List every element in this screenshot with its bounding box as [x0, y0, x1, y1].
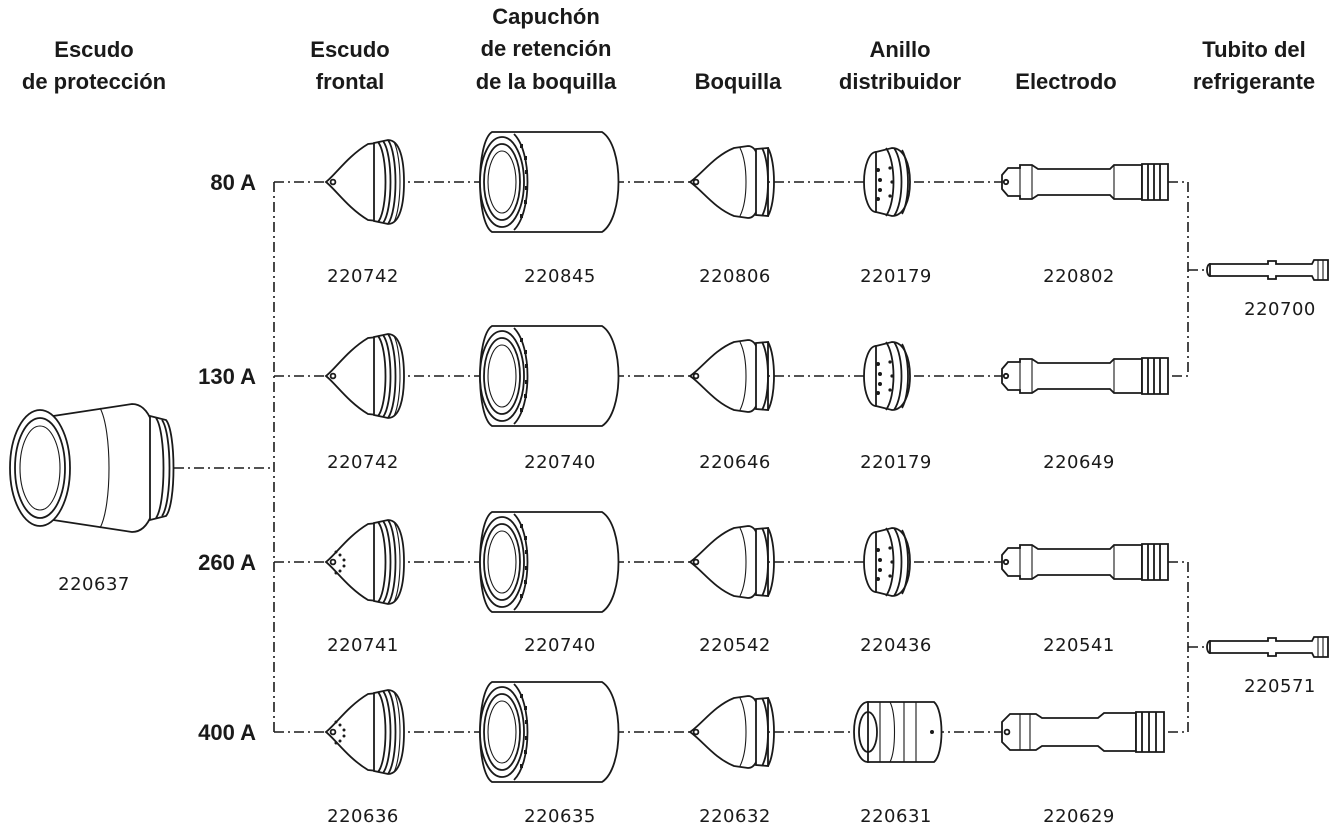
- retaining-cap-drawing: [479, 131, 620, 233]
- retaining-cap-drawing: [479, 511, 620, 613]
- svg-text:frontal: frontal: [316, 69, 384, 94]
- part-numbers-row-400a: 220636 220635 220632 220631 220629: [327, 806, 1115, 827]
- part-number: 220742: [327, 266, 399, 287]
- front-shield-drawing: [325, 139, 405, 225]
- svg-text:de la boquilla: de la boquilla: [476, 69, 617, 94]
- amps-label: 130 A: [198, 364, 256, 389]
- svg-text:de protección: de protección: [22, 69, 166, 94]
- part-number: 220542: [699, 635, 771, 656]
- svg-text:distribuidor: distribuidor: [839, 69, 962, 94]
- nozzle-drawing: [689, 145, 775, 219]
- amps-label: 260 A: [198, 550, 256, 575]
- svg-text:de retención: de retención: [481, 36, 612, 61]
- header-front-shield: Escudo frontal: [310, 37, 389, 94]
- part-number: 220649: [1043, 452, 1115, 473]
- part-number: 220802: [1043, 266, 1115, 287]
- part-number: 220629: [1043, 806, 1115, 827]
- part-number: 220646: [699, 452, 771, 473]
- part-number: 220806: [699, 266, 771, 287]
- swirl-ring-drawing: [863, 147, 911, 217]
- electrode-drawing: [1001, 163, 1169, 201]
- header-shield: Escudo de protección: [22, 37, 166, 94]
- part-number-coolant-tube: 220700: [1244, 299, 1316, 320]
- part-numbers-row-260a: 220741 220740 220542 220436 220541: [327, 635, 1115, 656]
- part-number: 220742: [327, 452, 399, 473]
- row-400a: [326, 681, 1165, 783]
- part-number-coolant-tube: 220571: [1244, 676, 1316, 697]
- electrode-drawing: [1001, 711, 1165, 753]
- part-numbers-row-80a: 220742 220845 220806 220179 220802: [327, 266, 1115, 287]
- header-electrode: Electrodo: [1015, 69, 1116, 94]
- header-swirl-ring: Anillo distribuidor: [839, 37, 962, 94]
- part-number: 220740: [524, 635, 596, 656]
- shield-drawing: [9, 403, 274, 533]
- svg-text:Anillo: Anillo: [869, 37, 930, 62]
- amps-label: 80 A: [210, 170, 256, 195]
- nozzle-drawing: [689, 339, 775, 413]
- part-number: 220740: [524, 452, 596, 473]
- part-number: 220436: [860, 635, 932, 656]
- row-80a: [325, 131, 1169, 233]
- svg-text:Escudo: Escudo: [54, 37, 133, 62]
- coolant-tube-drawing: [1206, 259, 1329, 281]
- part-number: 220636: [327, 806, 399, 827]
- svg-text:Tubito del: Tubito del: [1202, 37, 1305, 62]
- amps-label: 400 A: [198, 720, 256, 745]
- front-shield-drawing: [325, 333, 405, 419]
- electrode-drawing: [1001, 357, 1169, 395]
- row-130a: [325, 325, 1169, 427]
- header-nozzle: Boquilla: [695, 69, 783, 94]
- nozzle-drawing: [689, 525, 775, 599]
- part-number: 220179: [860, 452, 932, 473]
- svg-text:Escudo: Escudo: [310, 37, 389, 62]
- nozzle-drawing: [689, 695, 775, 769]
- part-number: 220635: [524, 806, 596, 827]
- electrode-drawing: [1001, 543, 1169, 581]
- part-number: 220541: [1043, 635, 1115, 656]
- header-retaining-cap: Capuchón de retención de la boquilla: [476, 4, 617, 94]
- retaining-cap-drawing: [479, 681, 620, 783]
- svg-text:refrigerante: refrigerante: [1193, 69, 1315, 94]
- header-coolant-tube: Tubito del refrigerante: [1193, 37, 1315, 94]
- row-260a: [326, 511, 1169, 613]
- part-number: 220741: [327, 635, 399, 656]
- part-number: 220179: [860, 266, 932, 287]
- part-number: 220631: [860, 806, 932, 827]
- swirl-ring-drawing: [853, 701, 943, 763]
- svg-text:Capuchón: Capuchón: [492, 4, 600, 29]
- part-numbers-row-130a: 220742 220740 220646 220179 220649: [327, 452, 1115, 473]
- front-shield-drawing: [326, 520, 404, 604]
- part-number-shield: 220637: [58, 574, 130, 595]
- coolant-tube-drawing: [1206, 636, 1329, 658]
- svg-text:Electrodo: Electrodo: [1015, 69, 1116, 94]
- front-shield-drawing: [326, 690, 404, 774]
- bracket-right: [1168, 181, 1204, 733]
- swirl-ring-drawing: [863, 527, 911, 597]
- part-number: 220845: [524, 266, 596, 287]
- retaining-cap-drawing: [479, 325, 620, 427]
- svg-text:Boquilla: Boquilla: [695, 69, 783, 94]
- part-number: 220632: [699, 806, 771, 827]
- swirl-ring-drawing: [863, 341, 911, 411]
